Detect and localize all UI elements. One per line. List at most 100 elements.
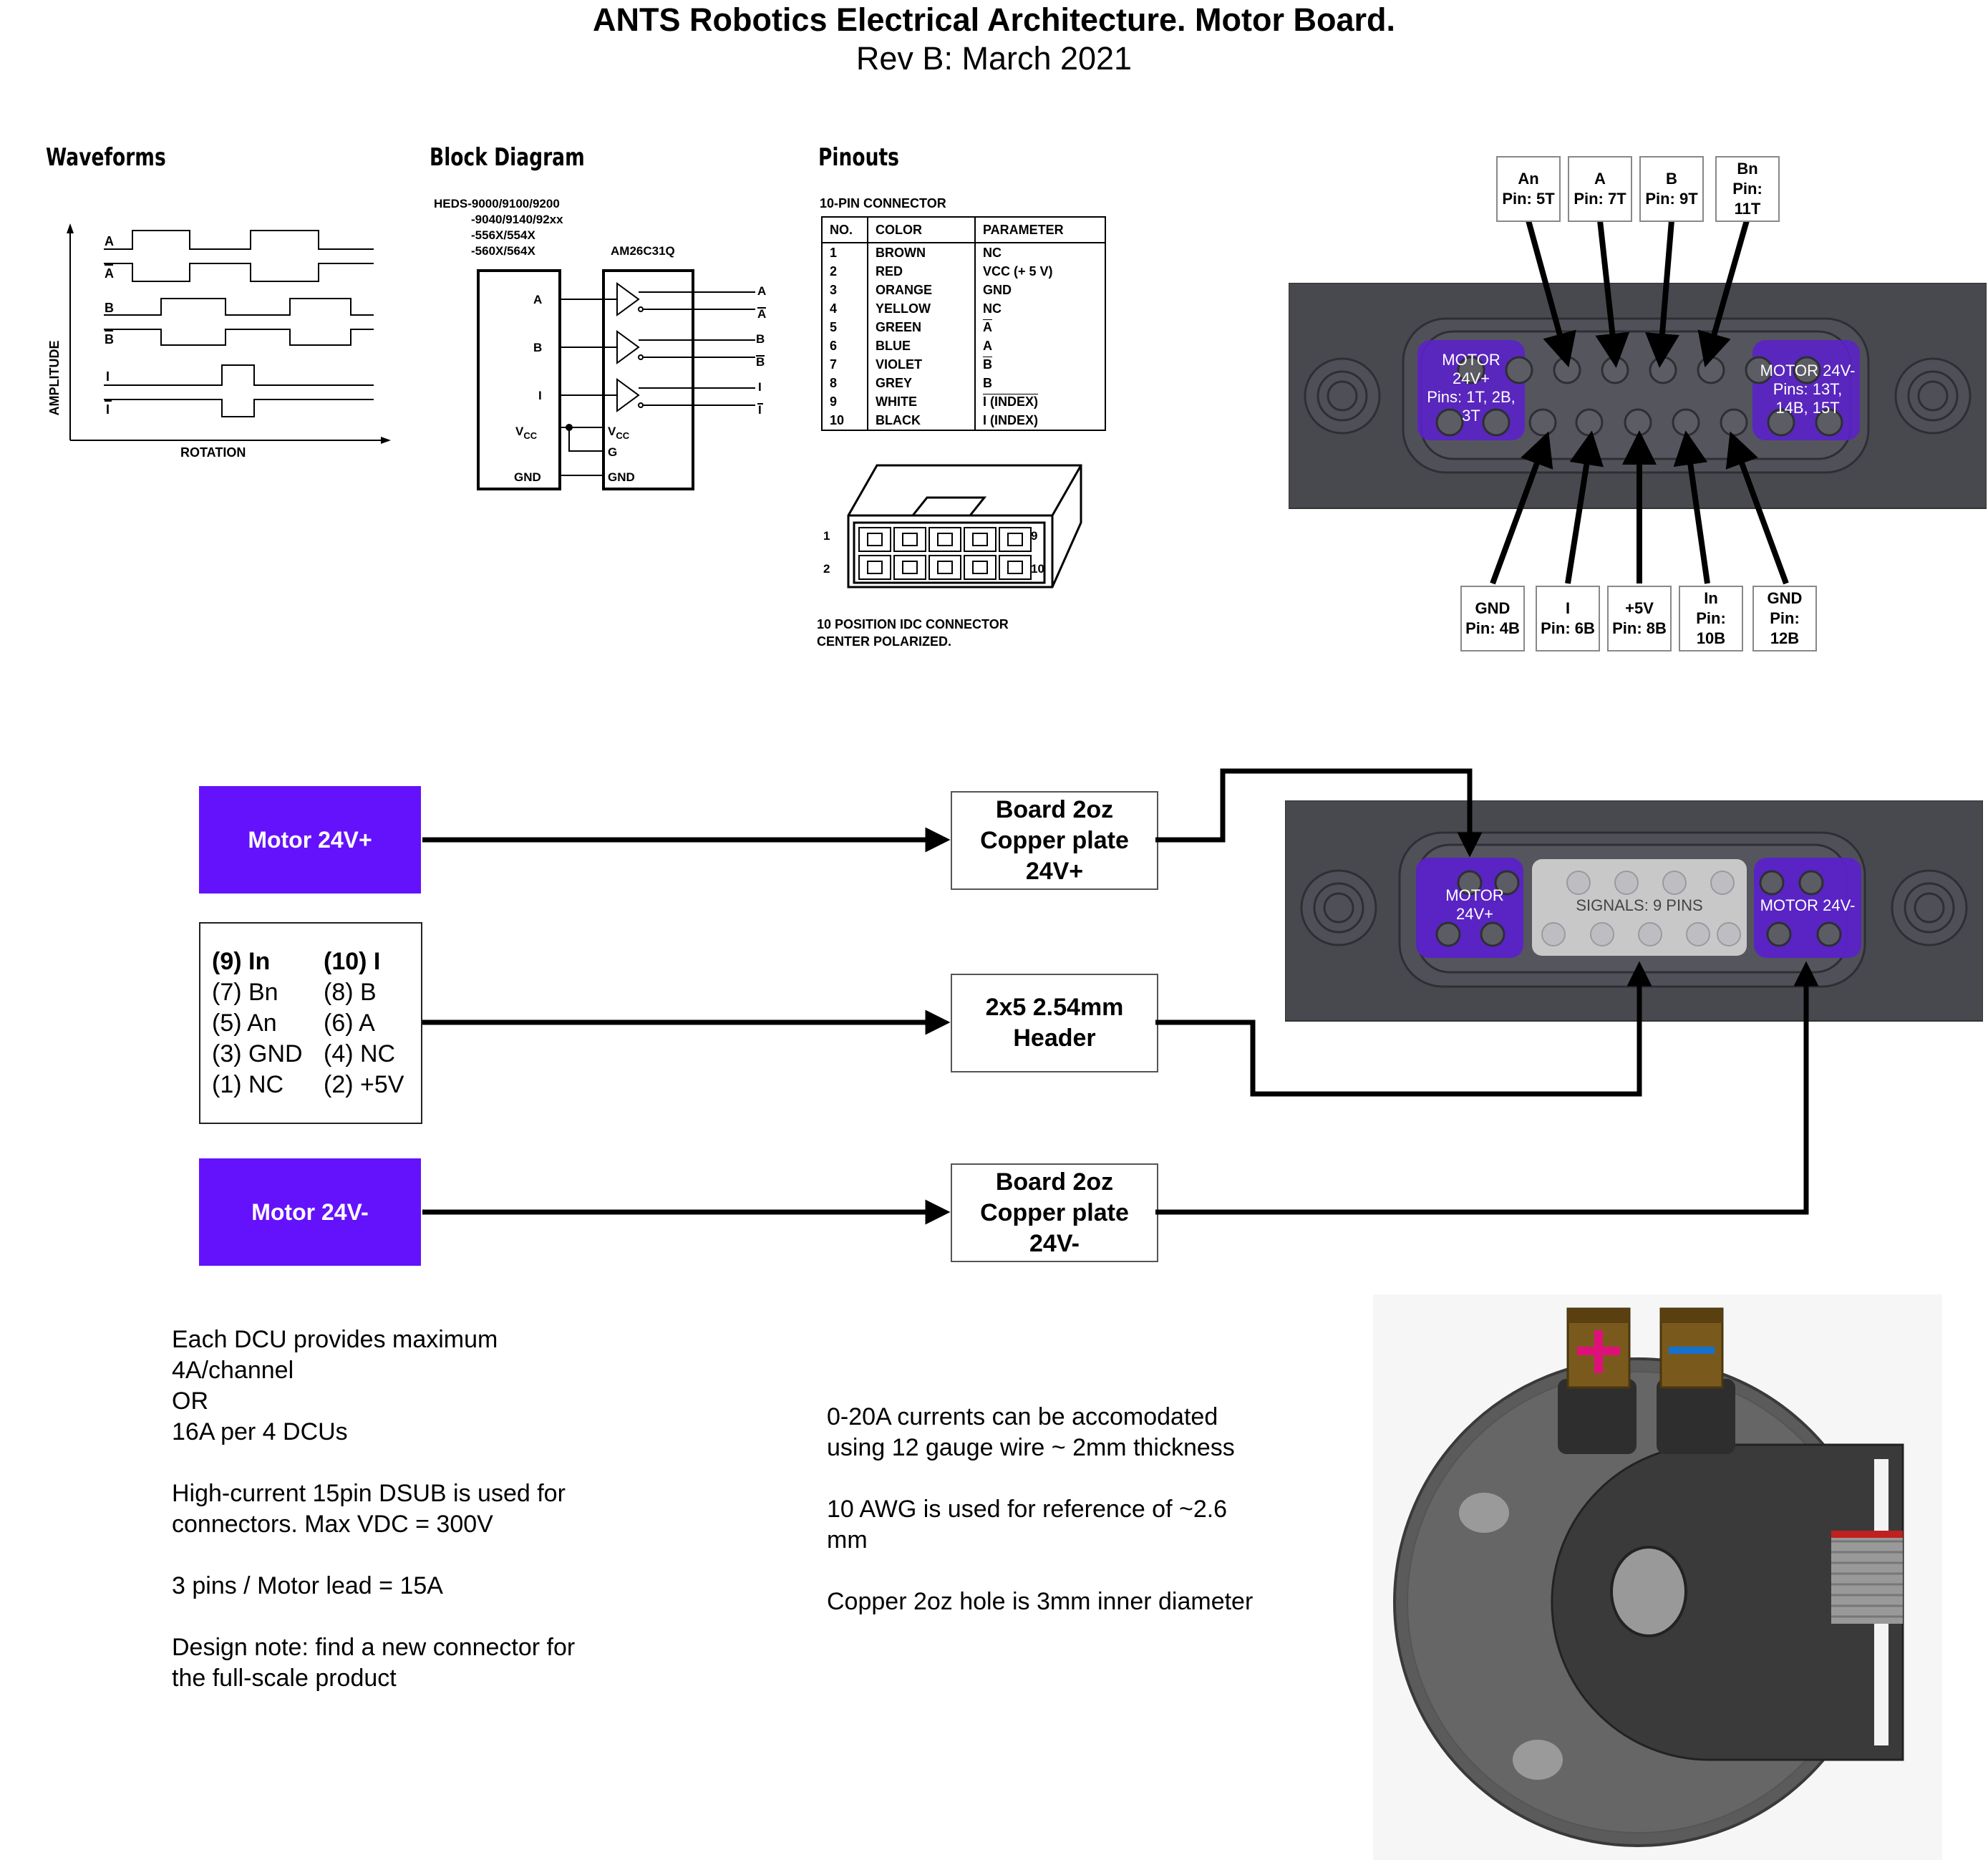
cell: WHITE [868, 392, 976, 411]
note-line [172, 1540, 575, 1571]
idc-pin-2-label: 2 [823, 562, 830, 576]
driver-pin-gnd: GND [608, 470, 635, 484]
axis-rotation-label: ROTATION [180, 445, 246, 460]
note-line [827, 1463, 1253, 1494]
pinout-table-header: NO. COLOR PARAMETER [822, 217, 1105, 243]
cell: 3 [822, 281, 868, 299]
section-block-diagram-title: Block Diagram [430, 143, 585, 172]
notes-left: Each DCU provides maximum 4A/channel OR … [172, 1324, 575, 1694]
wave-label-b-bar: B [105, 332, 114, 347]
note-line: High-current 15pin DSUB is used for [172, 1480, 566, 1507]
idc-pin-10-label: 10 [1031, 562, 1044, 576]
encoder-pin-i: I [538, 389, 542, 402]
note-line: connectors. Max VDC = 300V [172, 1511, 493, 1538]
wave-label-i-bar: I [106, 402, 110, 417]
cell: 10 [822, 411, 868, 430]
cell: I (INDEX) [983, 412, 1039, 427]
cell: 1 [822, 243, 868, 262]
cell: B [983, 375, 992, 390]
cell: VIOLET [868, 355, 976, 374]
pin-row: (5) An(6) A [212, 1009, 375, 1037]
idc-caption-line1: 10 POSITION IDC CONNECTOR [817, 617, 1009, 631]
driver-out-a: A [757, 284, 766, 298]
cell: 8 [822, 374, 868, 392]
cell: NC [983, 301, 1002, 316]
motor-24v-plus-block: Motor 24V+ [199, 786, 421, 893]
dsub-group-signals-label: SIGNALS: 9 PINS [1576, 896, 1703, 914]
encoder-pin-b: B [533, 341, 542, 354]
block-diagram: HEDS-9000/9100/9200 -9040/9140/92xx -556… [434, 197, 766, 490]
section-pinouts-title: Pinouts [818, 143, 899, 172]
cell: 2 [822, 262, 868, 281]
section-waveforms-title: Waveforms [46, 143, 166, 172]
cell: 5 [822, 318, 868, 336]
cell: GREEN [868, 318, 976, 336]
axis-amplitude-label: AMPLITUDE [47, 341, 62, 416]
note-line: 0-20A currents can be accomodated [827, 1403, 1218, 1430]
driver-pin-g: G [608, 445, 617, 459]
idc-pin-9-label: 9 [1031, 529, 1037, 543]
dsub-group-motor-minus-label: MOTOR 24V- [1760, 896, 1856, 914]
cell: 4 [822, 299, 868, 318]
col-parameter: PARAMETER [975, 217, 1105, 243]
cell: BROWN [868, 243, 976, 262]
page-subtitle: Rev B: March 2021 [855, 40, 1133, 77]
cell: NC [983, 245, 1002, 260]
motor-render [1373, 1294, 1942, 1860]
cell: BLACK [868, 411, 976, 430]
idc-connector-drawing: 1 2 9 10 [823, 464, 1082, 588]
waveforms-diagram: A A B B I I ROTATION AMPLITUDE [47, 223, 391, 460]
cell: B [983, 357, 992, 372]
cell: VCC (+ 5 V) [983, 263, 1053, 278]
connector-table-title: 10-PIN CONNECTOR [820, 196, 946, 210]
note-line: the full-scale product [172, 1665, 397, 1692]
pin-row: (7) Bn(8) B [212, 978, 377, 1006]
motor-24v-minus-block: Motor 24V- [199, 1158, 421, 1266]
dsub-motor-minus-label: MOTOR 24V-Pins: 13T,14B, 15T [1760, 362, 1856, 417]
idc-pin-1-label: 1 [823, 529, 830, 543]
note-line: Copper 2oz hole is 3mm inner diameter [827, 1588, 1254, 1615]
cell: YELLOW [868, 299, 976, 318]
note-line [172, 1448, 575, 1478]
note-line: OR [172, 1387, 208, 1415]
wave-label-a-bar: A [105, 266, 114, 281]
cell: GREY [868, 374, 976, 392]
driver-out-b: B [756, 332, 765, 346]
col-no: NO. [822, 217, 868, 243]
note-line: Each DCU provides maximum [172, 1326, 498, 1353]
cell: 9 [822, 392, 868, 411]
col-color: COLOR [868, 217, 976, 243]
driver-out-i: I [758, 380, 762, 394]
note-line: Design note: find a new connector for [172, 1634, 576, 1661]
driver-out-b-bar: B [756, 355, 765, 369]
note-line: 10 AWG is used for reference of ~2.6 [827, 1496, 1228, 1523]
encoder-model-line2: -9040/9140/92xx [471, 213, 563, 226]
wave-label-b: B [105, 301, 114, 315]
cell: GND [983, 282, 1012, 297]
note-line [172, 1602, 575, 1632]
dsub-pinmap-drawing [1289, 283, 1987, 509]
page-title: ANTS Robotics Electrical Architecture. M… [592, 1, 1396, 38]
cell: ORANGE [868, 281, 976, 299]
idc-caption-line2: CENTER POLARIZED. [817, 634, 952, 649]
encoder-pin-gnd: GND [514, 470, 541, 484]
driver-out-i-bar: I [758, 403, 762, 417]
header-pinout-box: (9) In(10) I (7) Bn(8) B (5) An(6) A (3)… [199, 922, 422, 1124]
wave-label-a: A [105, 234, 114, 248]
